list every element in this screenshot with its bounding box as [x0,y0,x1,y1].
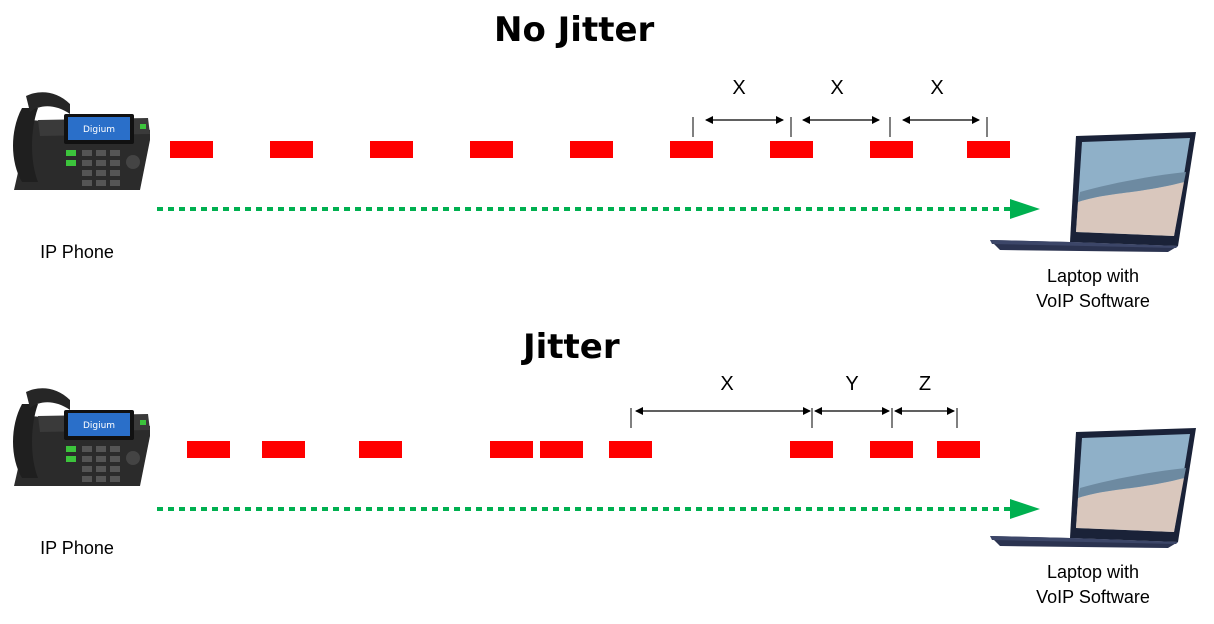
packet [937,441,980,458]
gap-label: Z [918,373,932,395]
svg-text:Digium: Digium [83,125,115,135]
packet [187,441,230,458]
section-title-no-jitter: No Jitter [494,10,655,50]
packet [967,141,1010,158]
packet [540,441,583,458]
arrow-head-icon [1010,499,1040,519]
packet [170,141,213,158]
packet [870,441,913,458]
receiver-label-line2: VoIP Software [1036,291,1150,311]
gap-label: X [732,77,746,99]
packet [570,141,613,158]
packet [770,141,813,158]
gap-label: Y [845,373,859,395]
receiver-label-line1: Laptop with [1046,562,1140,582]
laptop-icon [990,428,1196,548]
packet [870,141,913,158]
packet [359,441,402,458]
gap-label: X [830,77,844,99]
sender-label: IP Phone [40,538,114,558]
svg-text:Digium: Digium [83,421,115,431]
packet [470,141,513,158]
sender-label: IP Phone [40,242,114,262]
ip-phone-icon: Digium [13,388,150,486]
packet [490,441,533,458]
packet [370,141,413,158]
packet [790,441,833,458]
receiver-label: Laptop with VoIP Software [1010,264,1176,314]
receiver-label-line1: Laptop with [1046,266,1140,286]
receiver-label-line2: VoIP Software [1036,587,1150,607]
section-title-jitter: Jitter [523,327,620,367]
ip-phone-icon: Digium [13,92,150,190]
packet [270,141,313,158]
laptop-icon [990,132,1196,252]
receiver-label: Laptop with VoIP Software [1010,560,1176,610]
packet [609,441,652,458]
arrow-head-icon [1010,199,1040,219]
gap-label: X [720,373,734,395]
packet [670,141,713,158]
packet [262,441,305,458]
gap-label: X [930,77,944,99]
